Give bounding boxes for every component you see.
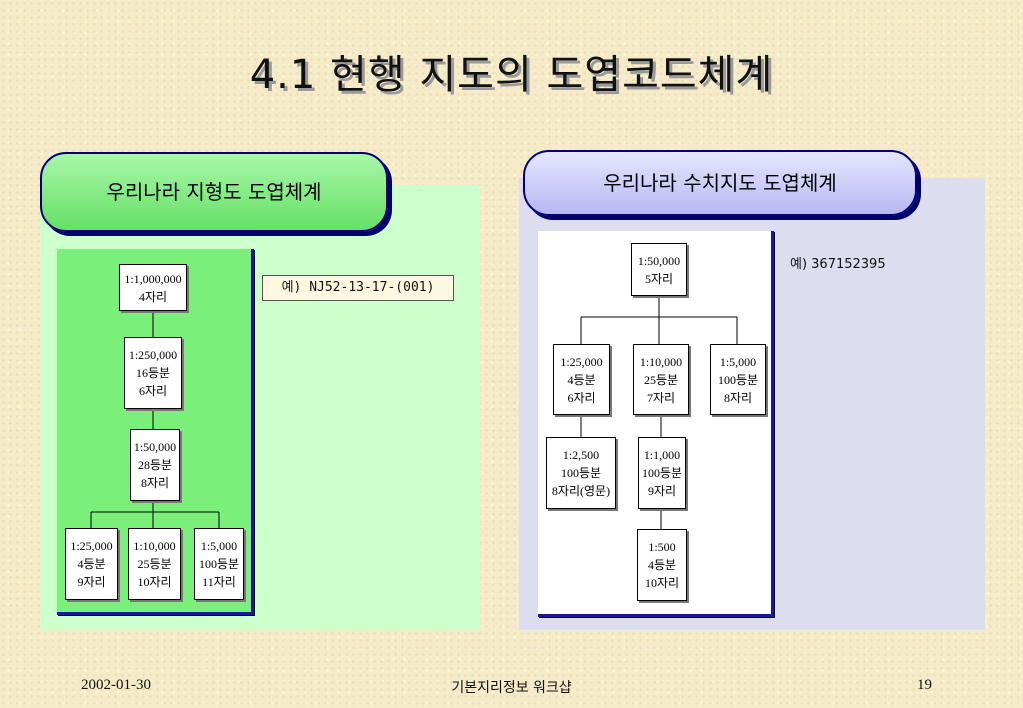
left-panel-heading: 우리나라 지형도 도엽체계	[40, 152, 388, 232]
right-panel-heading: 우리나라 수치지도 도엽체계	[523, 150, 917, 216]
right-example-code: 예) 367152395	[790, 257, 886, 272]
footer-date: 2002-01-30	[81, 677, 151, 693]
left-example-code: 예) NJ52-13-17-(001)	[262, 275, 454, 301]
footer-page-number: 19	[917, 677, 932, 693]
page-title: 4.1 현행 지도의 도엽코드체계	[249, 52, 774, 98]
footer-event-name: 기본지리정보 워크샵	[451, 680, 572, 696]
